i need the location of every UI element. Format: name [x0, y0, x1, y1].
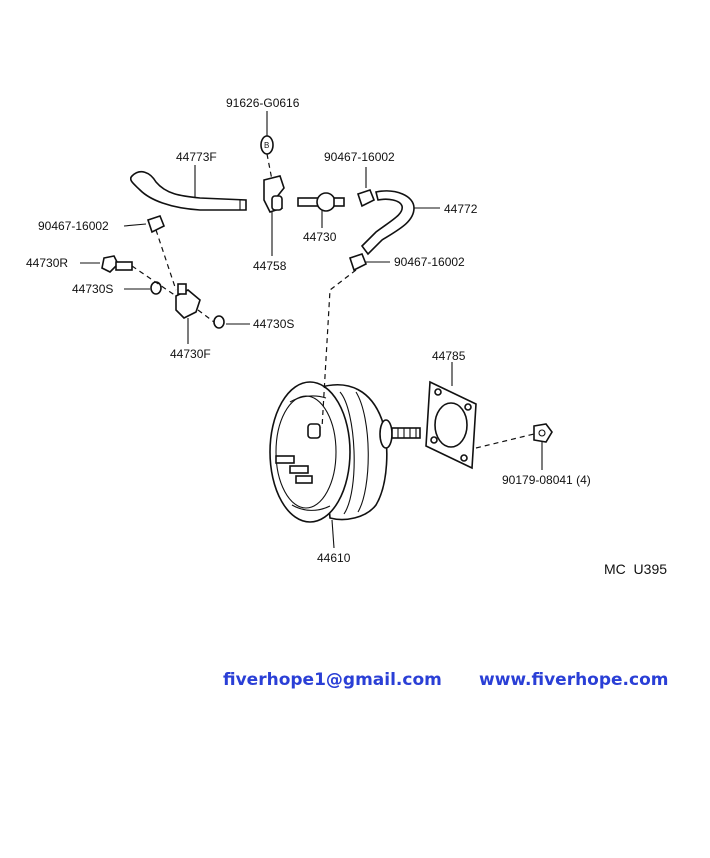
label-90467-16002-left: 90467-16002: [38, 219, 109, 233]
check-valve-44730: [297, 192, 345, 212]
label-44772: 44772: [444, 202, 478, 216]
hose-clip-left: [146, 215, 166, 234]
label-44730F: 44730F: [170, 347, 211, 361]
booster-nut: [533, 423, 553, 443]
label-44730R: 44730R: [26, 256, 68, 270]
assembly-lines: [131, 153, 535, 449]
hose-clip-upper: [356, 189, 376, 208]
vacuum-hose-44773F: [129, 170, 247, 211]
label-90467-16002-upper: 90467-16002: [324, 150, 395, 164]
label-44610: 44610: [317, 551, 351, 565]
diagram-code: MC U395: [604, 561, 667, 577]
label-90179-08041: 90179-08041 (4): [502, 473, 591, 487]
label-44730S-left: 44730S: [72, 282, 113, 296]
union-bolt-44730R: [101, 255, 133, 273]
svg-text:B: B: [264, 141, 269, 150]
brake-booster: [269, 381, 421, 523]
vacuum-hose-44772: [360, 190, 415, 256]
label-44785: 44785: [432, 349, 466, 363]
website-link[interactable]: www.fiverhope.com: [479, 670, 669, 690]
hose-clip-lower: [348, 253, 368, 272]
label-90467-16002-lower: 90467-16002: [394, 255, 465, 269]
union-44758: [263, 175, 285, 213]
label-44730: 44730: [303, 230, 337, 244]
gasket-44730S-left: [150, 281, 162, 295]
check-valve-91626: B: [260, 135, 274, 155]
fitting-44730F: [175, 283, 201, 319]
label-44730S-right: 44730S: [253, 317, 294, 331]
email-link[interactable]: fiverhope1@gmail.com: [223, 670, 442, 690]
label-44773F: 44773F: [176, 150, 217, 164]
gasket-44730S-right: [213, 315, 225, 329]
leader-lines: [80, 111, 543, 549]
label-91626-G0616: 91626-G0616: [226, 96, 300, 110]
label-44758: 44758: [253, 259, 287, 273]
booster-gasket: [425, 380, 477, 470]
